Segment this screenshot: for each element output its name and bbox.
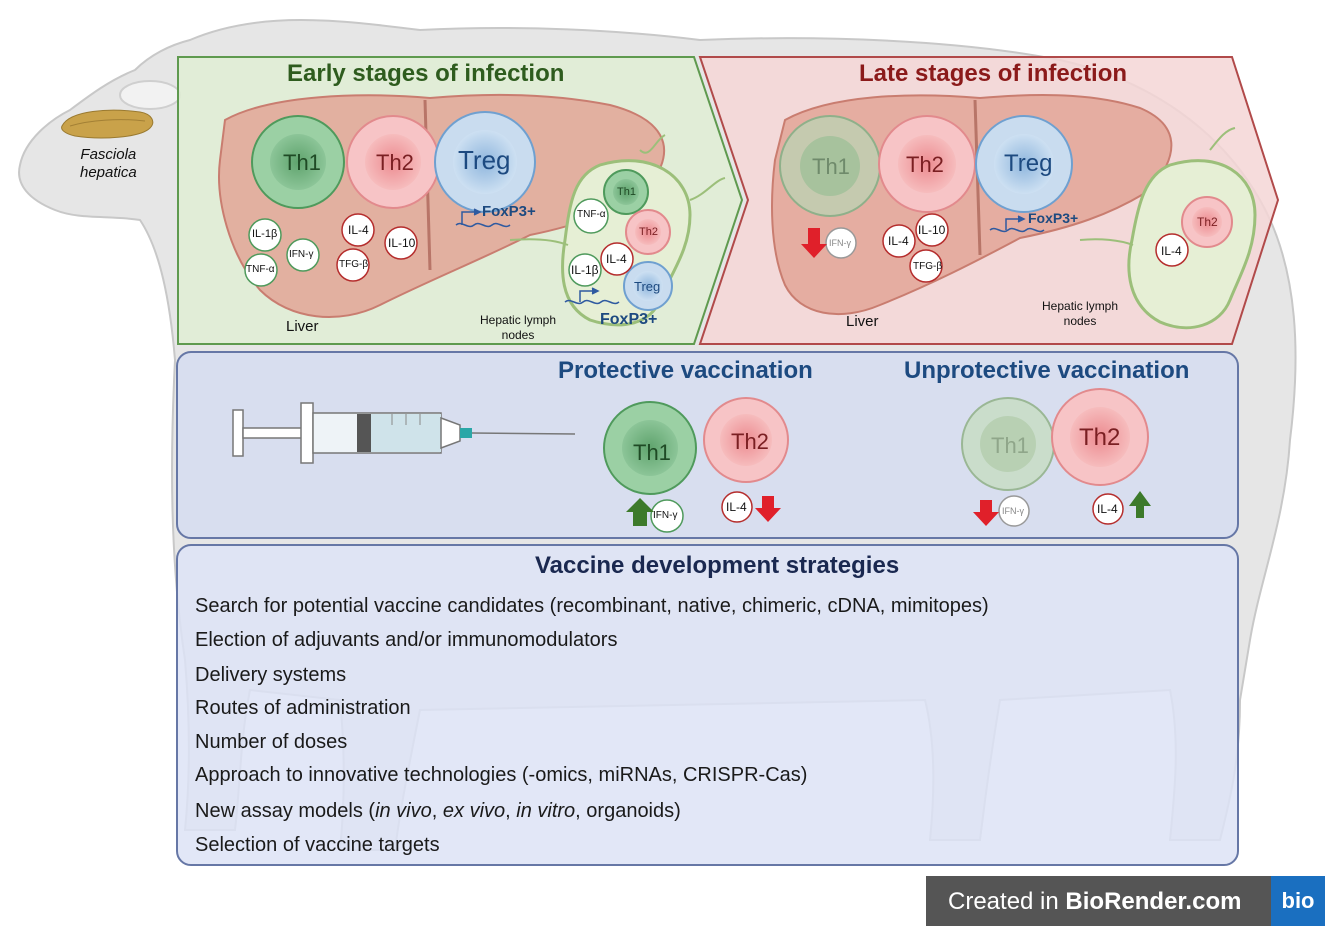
unprotective-th1-label: Th1 xyxy=(991,433,1029,458)
early-ln-il1b: IL-1β xyxy=(571,263,599,277)
footer-text: Created in BioRender.com xyxy=(948,888,1241,916)
late-title: Late stages of infection xyxy=(859,60,1128,87)
early-title: Early stages of infection xyxy=(287,60,565,87)
strategies-title: Vaccine development strategies xyxy=(535,552,900,579)
early-ln-foxp3: FoxP3+ xyxy=(600,311,658,328)
unprotective-ifng: IFN-γ xyxy=(1002,506,1024,516)
parasite-name-line2: hepatica xyxy=(80,164,137,181)
syringe-icon xyxy=(232,402,576,464)
assay-in-vitro: in vitro xyxy=(516,800,576,822)
early-ln-il4: IL-4 xyxy=(606,252,627,266)
late-ln-label-line2: nodes xyxy=(1063,314,1097,328)
biorender-footer[interactable]: Created in BioRender.com xyxy=(926,876,1325,926)
unprotective-ifng-down-arrow xyxy=(973,500,999,526)
assay-ex-vivo: ex vivo xyxy=(442,800,506,822)
footer-brand: BioRender.com xyxy=(1065,888,1242,915)
early-foxp3-gene-mark xyxy=(455,208,511,228)
late-treg-label: Treg xyxy=(1004,150,1053,177)
strategy-item: Selection of vaccine targets xyxy=(195,834,440,856)
early-tgfb: TFG-β xyxy=(339,259,369,270)
protective-th1-label: Th1 xyxy=(633,440,671,465)
late-ifng: IFN-γ xyxy=(829,238,851,248)
protective-th2-label: Th2 xyxy=(731,429,769,454)
assay-sep2: , xyxy=(505,800,517,822)
early-ln-label-line1: Hepatic lymph xyxy=(480,313,557,327)
early-ln-foxp3-gene-mark xyxy=(564,287,620,305)
early-il10: IL-10 xyxy=(388,236,416,250)
protective-il4: IL-4 xyxy=(726,500,747,514)
late-ln-th2: Th2 xyxy=(1197,215,1218,229)
early-il4: IL-4 xyxy=(348,223,369,237)
strategy-item: Search for potential vaccine candidates … xyxy=(195,595,989,617)
late-th1-label: Th1 xyxy=(812,154,850,179)
protective-ifng-up-arrow xyxy=(626,498,654,526)
protective-title: Protective vaccination xyxy=(558,357,813,384)
late-ln-il4: IL-4 xyxy=(1161,244,1182,258)
early-treg-label: Treg xyxy=(458,145,511,175)
parasite-name: Fasciola hepatica xyxy=(80,146,137,182)
early-ln-label: Hepatic lymph nodes xyxy=(480,313,556,343)
late-ifng-down-arrow xyxy=(801,228,827,258)
late-tgfb: TFG-β xyxy=(913,261,943,272)
late-ln-label: Hepatic lymph nodes xyxy=(1042,299,1118,329)
late-foxp3: FoxP3+ xyxy=(1028,210,1079,226)
strategy-item: Number of doses xyxy=(195,731,348,753)
late-foxp3-gene-mark xyxy=(989,215,1045,233)
early-liver-label: Liver xyxy=(286,318,319,335)
unprotective-il4-up-arrow xyxy=(1129,491,1151,518)
early-th2-label: Th2 xyxy=(376,150,414,175)
late-ln-label-line1: Hepatic lymph xyxy=(1042,299,1119,313)
early-ln-th1: Th1 xyxy=(617,186,636,198)
protective-ifng: IFN-γ xyxy=(653,510,678,521)
early-tnfa: TNF-α xyxy=(246,264,275,275)
late-cytokine-bubbles xyxy=(825,213,1189,283)
parasite-name-line1: Fasciola xyxy=(80,146,137,163)
strategy-item-assay-models: New assay models (in vivo, ex vivo, in v… xyxy=(195,800,681,823)
late-liver-label: Liver xyxy=(846,313,879,330)
early-il1b: IL-1β xyxy=(252,228,278,240)
unprotective-th2-label: Th2 xyxy=(1079,424,1121,451)
late-il10: IL-10 xyxy=(918,223,946,237)
early-th1-label: Th1 xyxy=(283,150,321,175)
early-ln-treg: Treg xyxy=(634,279,661,294)
protective-il4-down-arrow xyxy=(755,496,781,522)
strategy-item: Election of adjuvants and/or immunomodul… xyxy=(195,629,618,651)
strategies-panel xyxy=(176,544,1239,866)
early-foxp3: FoxP3+ xyxy=(482,203,536,220)
footer-created: Created in xyxy=(948,888,1066,915)
early-cytokine-bubbles xyxy=(244,198,634,287)
fasciola-hepatica-icon xyxy=(61,109,154,139)
strategy-item: Routes of administration xyxy=(195,697,411,719)
early-ln-tnfa: TNF-α xyxy=(577,209,606,220)
strategy-item: Delivery systems xyxy=(195,664,347,686)
late-th2-label: Th2 xyxy=(906,152,944,177)
assay-sep1: , xyxy=(431,800,443,822)
biorender-logo-icon[interactable]: bio xyxy=(1271,876,1325,926)
assay-suffix: , organoids) xyxy=(575,800,681,822)
strategy-item: Approach to innovative technologies (-om… xyxy=(195,764,808,786)
unprotective-title: Unprotective vaccination xyxy=(904,357,1190,384)
early-ln-label-line2: nodes xyxy=(501,328,535,342)
late-il4: IL-4 xyxy=(888,234,909,248)
assay-prefix: New assay models ( xyxy=(195,800,376,822)
unprotective-il4: IL-4 xyxy=(1097,502,1118,516)
early-ln-th2: Th2 xyxy=(639,226,658,238)
assay-in-vivo: in vivo xyxy=(375,800,432,822)
early-ifng: IFN-γ xyxy=(289,249,314,260)
